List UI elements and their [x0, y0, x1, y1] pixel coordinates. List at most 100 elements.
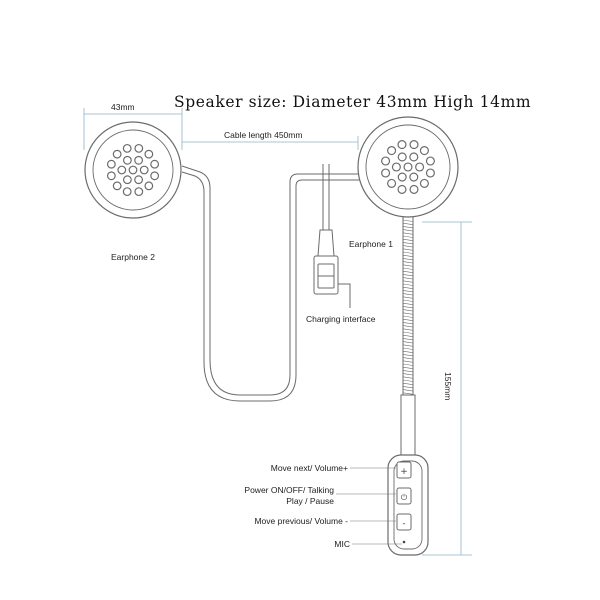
grille-hole	[128, 165, 138, 175]
grille-hole	[150, 159, 160, 169]
grille-hole	[409, 184, 419, 194]
grille-hole	[419, 146, 429, 156]
grille-hole	[381, 156, 391, 166]
charging-interface-label: Charging interface	[306, 314, 376, 324]
coil-ridge	[402, 315, 414, 318]
grille-hole	[134, 155, 144, 165]
grille-hole	[122, 175, 132, 185]
dimension-lines	[83, 108, 472, 556]
coil-ridge	[402, 328, 414, 331]
cable	[181, 165, 360, 402]
grille-hole	[122, 143, 132, 153]
grille-hole	[117, 165, 127, 175]
coil-ridge	[402, 382, 414, 385]
grille-hole	[419, 178, 429, 188]
coil-ridge	[402, 302, 414, 305]
coil-ridge	[402, 258, 414, 261]
grille-hole	[397, 184, 407, 194]
grille-hole	[409, 140, 419, 150]
coil-ridge	[402, 386, 414, 389]
mic-label: MIC	[334, 539, 350, 549]
coil-ridge	[402, 379, 414, 382]
coil-ridge	[402, 277, 414, 280]
grille-hole	[397, 140, 407, 150]
coil-ridge	[402, 219, 414, 222]
coil-ridge	[402, 280, 414, 283]
charging-connector	[313, 164, 351, 308]
coil-ridge	[402, 363, 414, 366]
coil-ridge	[402, 245, 414, 248]
grille-hole	[134, 175, 144, 185]
cable-length-label: Cable length 450mm	[224, 130, 303, 140]
grille-hole	[409, 152, 419, 162]
coil-ridge	[402, 254, 414, 257]
grille-hole	[144, 181, 154, 191]
coil-ridge	[402, 373, 414, 376]
coil-ridge	[402, 366, 414, 369]
grille-hole	[112, 181, 122, 191]
grille-hole	[397, 152, 407, 162]
coil-ridge	[402, 341, 414, 344]
grille-hole	[387, 178, 397, 188]
coil-ridge	[402, 286, 414, 289]
boom-height-label: 155mm	[443, 372, 453, 401]
coil-ridge	[402, 344, 414, 347]
grille-hole	[397, 172, 407, 182]
coil-ridge	[402, 370, 414, 373]
coil-ridge	[402, 354, 414, 357]
earphone-2-label: Earphone 2	[111, 252, 155, 262]
coil-ridge	[402, 299, 414, 302]
mic-boom	[400, 217, 416, 456]
coil-ridge	[402, 376, 414, 379]
coil-ridge	[402, 334, 414, 337]
coil-ridge	[402, 274, 414, 277]
coil-ridge	[402, 264, 414, 267]
grille-hole	[144, 149, 154, 159]
coil-ridge	[402, 261, 414, 264]
grille-hole	[122, 155, 132, 165]
grille-hole	[134, 143, 144, 153]
coil-ridge	[402, 290, 414, 293]
grille-hole	[122, 187, 132, 197]
coil-ridge	[402, 357, 414, 360]
svg-text:+: +	[400, 467, 408, 477]
coil-ridge	[402, 283, 414, 286]
grille-hole	[415, 162, 425, 172]
coil-ridge	[402, 389, 414, 392]
power-label-line2: Play / Pause	[286, 496, 334, 506]
grille-hole	[425, 168, 435, 178]
diameter-label: 43mm	[111, 102, 135, 112]
volume-up-button	[396, 461, 412, 479]
coil-ridge	[402, 350, 414, 353]
earphone-2-speaker	[84, 121, 182, 219]
remote-control: + ⏻ -	[387, 454, 429, 556]
volume-down-button	[396, 513, 412, 531]
grille-hole	[391, 162, 401, 172]
coil-ridge	[402, 242, 414, 245]
coil-ridge	[402, 270, 414, 273]
grille-hole	[106, 171, 116, 181]
grille-hole	[425, 156, 435, 166]
svg-text:⏻: ⏻	[401, 493, 408, 502]
coil-ridge	[402, 338, 414, 341]
grille-hole	[150, 171, 160, 181]
leader-lines	[336, 467, 402, 545]
grille-hole	[381, 168, 391, 178]
coil-ridge	[402, 325, 414, 328]
mic-hole	[402, 540, 406, 544]
coil-ridge	[402, 229, 414, 232]
coil-ridge	[402, 306, 414, 309]
move-next-label: Move next/ Volume+	[270, 463, 348, 473]
coil-ridge	[402, 322, 414, 325]
coil-ridge	[402, 296, 414, 299]
coil-ridge	[402, 222, 414, 225]
earphone-1-speaker	[357, 116, 459, 218]
power-button	[396, 487, 412, 505]
coil-ridge	[402, 293, 414, 296]
coil-ridge	[402, 238, 414, 241]
coil-ridge	[402, 331, 414, 334]
grille-hole	[403, 162, 413, 172]
coil-ridge	[402, 267, 414, 270]
